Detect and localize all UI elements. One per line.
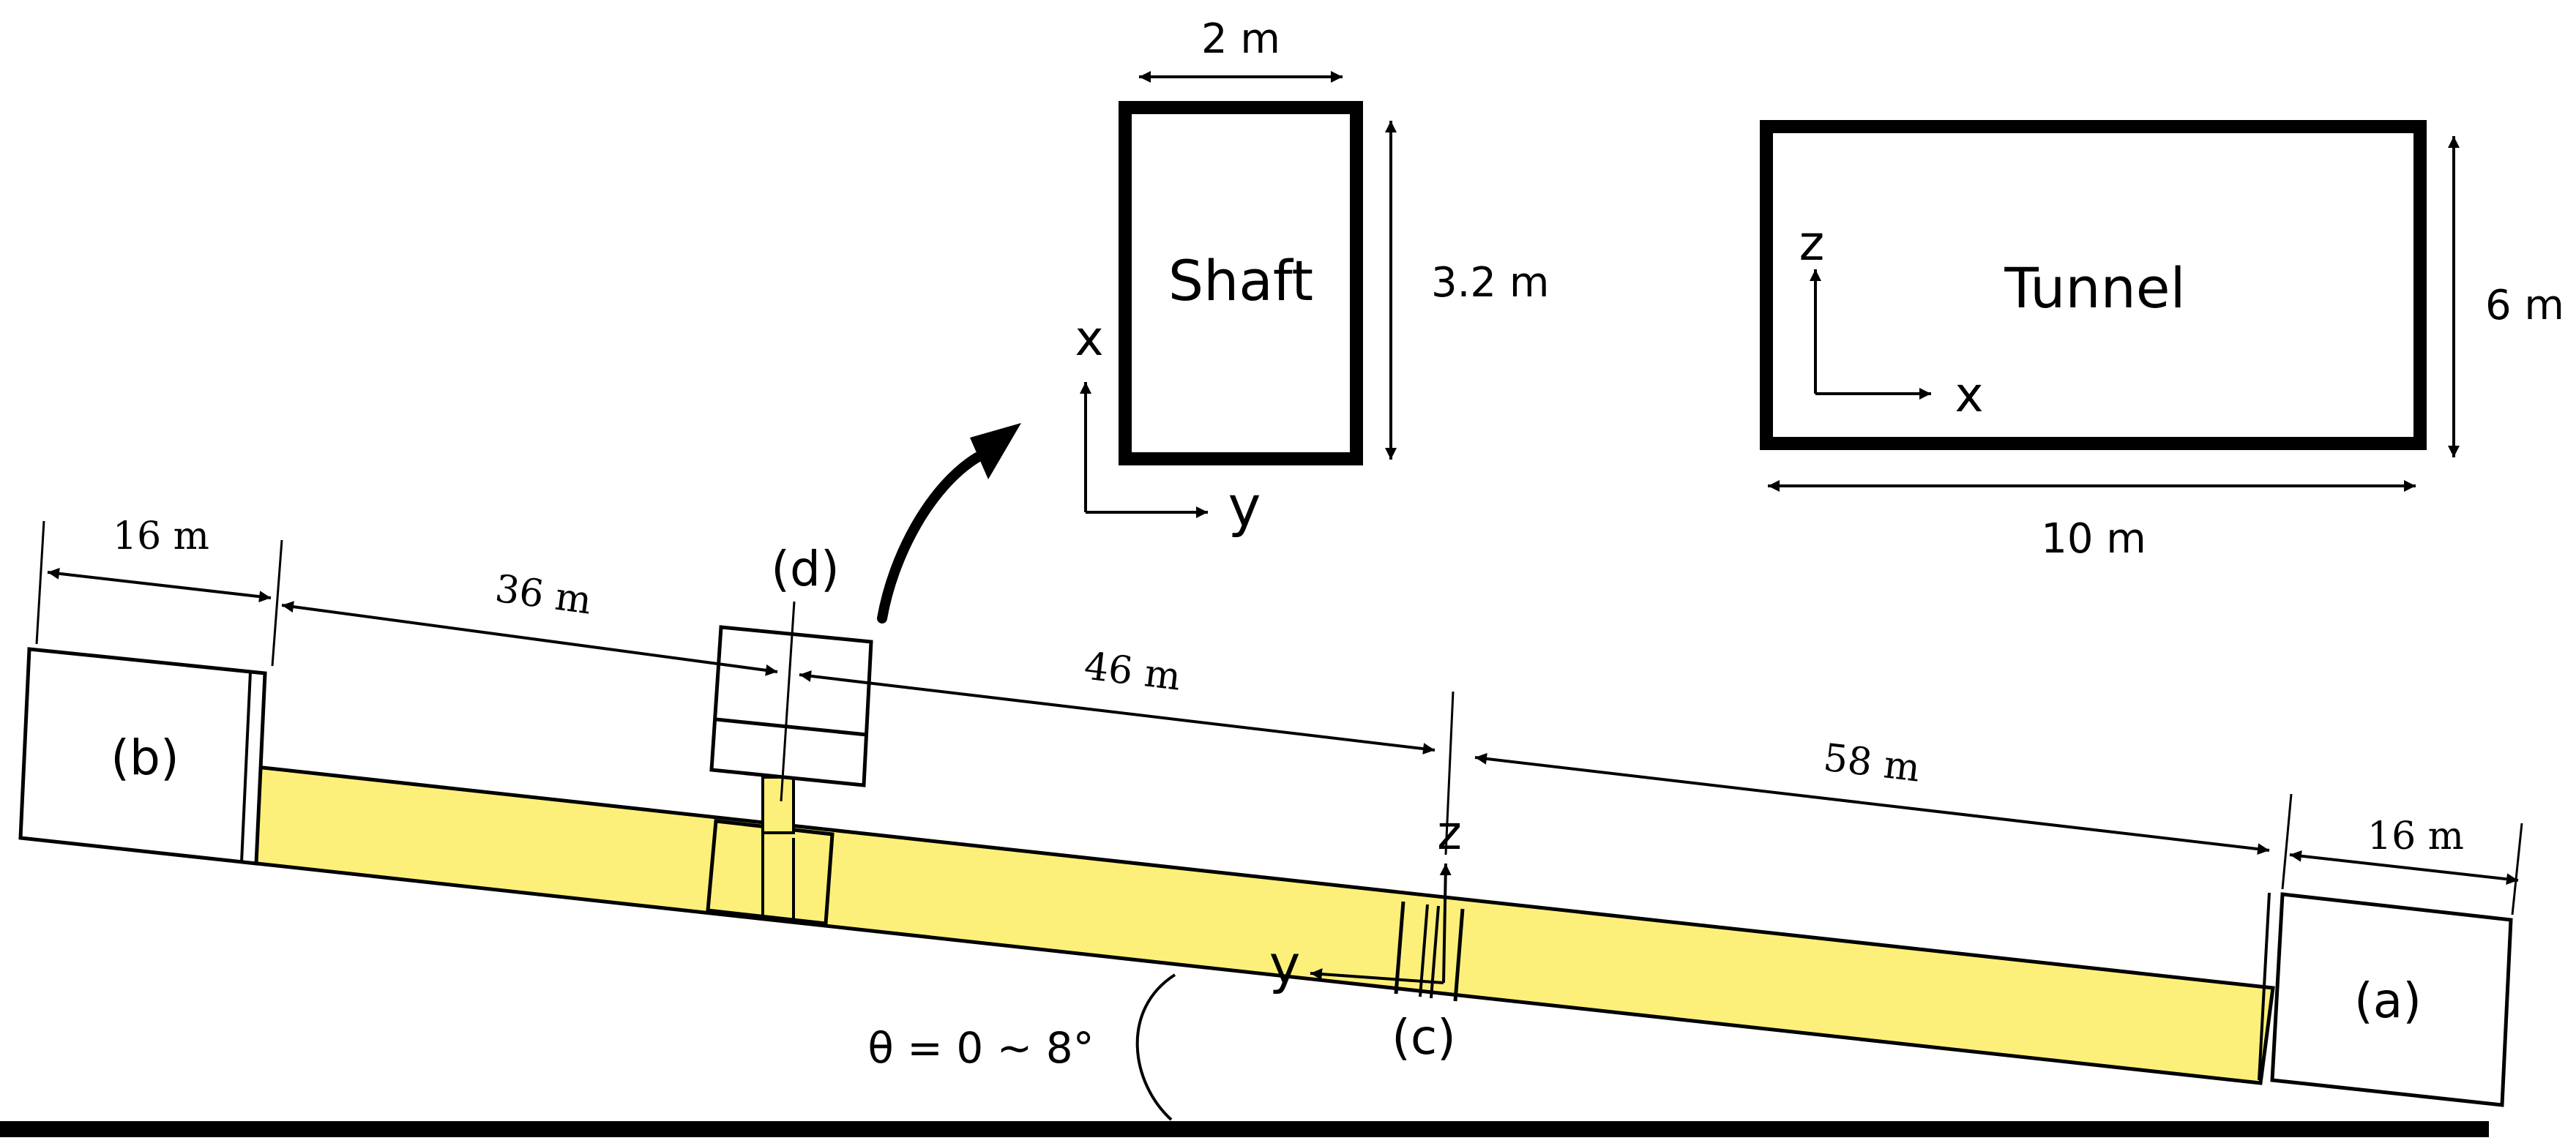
side-axis-z-label: z xyxy=(1437,806,1462,861)
shaft-section-outline xyxy=(1119,101,1363,465)
shaft-height-label: 3.2 m xyxy=(1431,259,1549,307)
side-axis-y-label: y xyxy=(1269,934,1301,995)
dim-46-label: 46 m xyxy=(1082,645,1183,700)
section-c-label: (c) xyxy=(1392,1009,1456,1066)
dim-36-arrow xyxy=(281,601,778,676)
tunnel-cross-section: Tunnel 10 m 6 m z x xyxy=(1760,120,2564,563)
tunnel-width-label: 10 m xyxy=(2041,515,2146,563)
shaft-pointer-arrow xyxy=(877,423,1021,623)
dim-36-label: 36 m xyxy=(493,567,594,623)
portal-b xyxy=(18,647,267,866)
shaft-centerline xyxy=(780,601,796,802)
dim-58-arrow xyxy=(1474,752,2270,855)
portal-a-label: (a) xyxy=(2354,973,2422,1029)
dim-left-portal-label: 16 m xyxy=(113,514,209,558)
dim-46-arrow xyxy=(799,670,1436,755)
side-view-axes: z y xyxy=(1269,806,1462,995)
ground-line xyxy=(0,1121,2489,1137)
slope-angle-arc xyxy=(1135,973,1176,1121)
shaft-axis-x-label: x xyxy=(1075,310,1103,367)
shaft-width-label: 2 m xyxy=(1201,15,1280,63)
dim-right-portal-label: 16 m xyxy=(2367,814,2464,858)
tunnel-height-label: 6 m xyxy=(2485,282,2564,329)
section-c-centerline xyxy=(1444,691,1455,855)
tunnel-label: Tunnel xyxy=(2004,255,2185,321)
shaft-axis-y-label: y xyxy=(1228,473,1261,539)
slope-angle-label: θ = 0 ~ 8° xyxy=(867,1023,1094,1073)
tunnel-axis-x-label: x xyxy=(1955,367,1983,423)
shaft-label: Shaft xyxy=(1168,248,1313,313)
tunnel-axis-z-label: z xyxy=(1799,215,1825,271)
tunnel-axes: z x xyxy=(1799,215,1984,423)
tunnel-side-view: (b) (a) (d) z y (c) xyxy=(18,514,2523,1121)
dim-58-label: 58 m xyxy=(1821,736,1922,791)
shaft-cross-section: Shaft 2 m 3.2 m x y xyxy=(1075,15,1549,539)
portal-a xyxy=(2270,892,2513,1107)
shaft-stem xyxy=(761,776,795,834)
fan-d-label: (d) xyxy=(771,541,839,597)
portal-b-label: (b) xyxy=(111,730,179,786)
tunnel-section-outline xyxy=(1760,120,2427,450)
dim-right-portal-arrow xyxy=(2289,850,2519,885)
dim-left-portal-arrow xyxy=(47,567,272,603)
shaft-axes: x y xyxy=(1075,310,1261,539)
